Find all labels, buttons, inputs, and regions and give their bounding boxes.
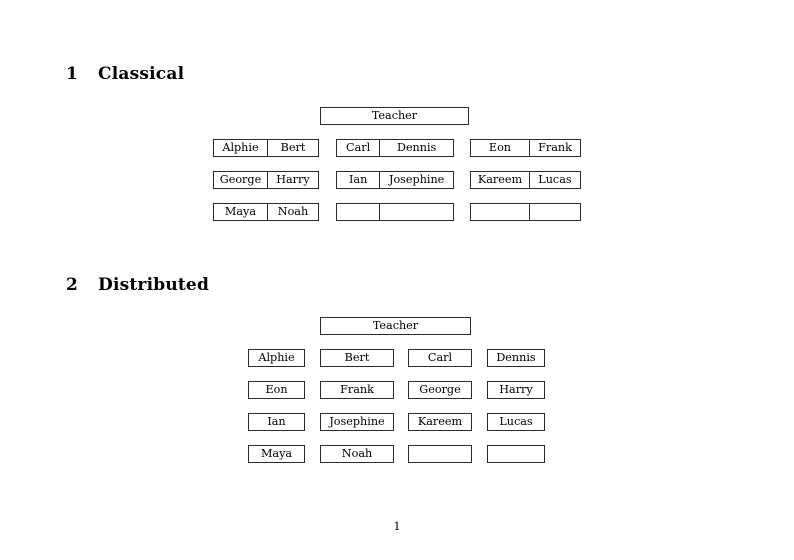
distributed-box[interactable]: Carl: [408, 349, 472, 367]
section-heading-distributed: 2 Distributed: [66, 277, 209, 294]
table-cell[interactable]: [379, 204, 453, 220]
table-cell[interactable]: Frank: [528, 140, 580, 156]
table-cell[interactable]: Carl: [346, 141, 371, 155]
table-cell[interactable]: Ian: [348, 173, 368, 187]
table-cell[interactable]: Maya: [224, 205, 257, 219]
classical-group-right-row-1[interactable]: Eon Frank: [470, 139, 581, 157]
distributed-teacher-label: Teacher: [372, 319, 419, 333]
table-cell[interactable]: Kareem: [477, 173, 523, 187]
distributed-box[interactable]: [487, 445, 545, 463]
distributed-box[interactable]: George: [408, 381, 472, 399]
classical-group-right-row-2[interactable]: Kareem Lucas: [470, 171, 581, 189]
table-cell[interactable]: Alphie: [222, 141, 259, 155]
table-cell[interactable]: Dennis: [379, 140, 453, 156]
table-cell[interactable]: George: [219, 173, 262, 187]
classical-group-right-row-3[interactable]: [470, 203, 581, 221]
distributed-box[interactable]: Frank: [320, 381, 394, 399]
distributed-box[interactable]: Josephine: [320, 413, 394, 431]
classical-group-left-row-1[interactable]: Alphie Bert: [213, 139, 319, 157]
classical-group-left-row-3[interactable]: Maya Noah: [213, 203, 319, 221]
table-cell[interactable]: Noah: [266, 204, 318, 220]
distributed-box[interactable]: Harry: [487, 381, 545, 399]
table-cell[interactable]: Harry: [266, 172, 318, 188]
distributed-box[interactable]: Maya: [248, 445, 305, 463]
distributed-teacher-box[interactable]: Teacher: [320, 317, 471, 335]
distributed-box[interactable]: Dennis: [487, 349, 545, 367]
classical-group-middle-row-3[interactable]: [336, 203, 454, 221]
section-number: 2: [66, 275, 79, 295]
distributed-box[interactable]: Noah: [320, 445, 394, 463]
classical-group-middle-row-2[interactable]: Ian Josephine: [336, 171, 454, 189]
table-cell[interactable]: Eon: [488, 141, 512, 155]
distributed-box[interactable]: Eon: [248, 381, 305, 399]
distributed-box[interactable]: Bert: [320, 349, 394, 367]
distributed-box[interactable]: Kareem: [408, 413, 472, 431]
section-heading-classical: 1 Classical: [66, 66, 184, 83]
classical-teacher-label: Teacher: [371, 109, 418, 123]
distributed-box[interactable]: Alphie: [248, 349, 305, 367]
distributed-box[interactable]: [408, 445, 472, 463]
table-cell[interactable]: Bert: [266, 140, 318, 156]
classical-group-middle-row-1[interactable]: Carl Dennis: [336, 139, 454, 157]
classical-teacher-box[interactable]: Teacher: [320, 107, 469, 125]
section-number: 1: [66, 64, 79, 84]
classical-group-left-row-2[interactable]: George Harry: [213, 171, 319, 189]
table-cell[interactable]: Lucas: [528, 172, 580, 188]
page-number: 1: [393, 520, 401, 533]
section-title: Distributed: [98, 275, 210, 295]
section-title: Classical: [98, 64, 185, 84]
distributed-box[interactable]: Ian: [248, 413, 305, 431]
table-cell[interactable]: [528, 204, 580, 220]
distributed-box[interactable]: Lucas: [487, 413, 545, 431]
table-cell[interactable]: [337, 204, 379, 220]
table-cell[interactable]: [471, 204, 529, 220]
table-cell[interactable]: Josephine: [379, 172, 453, 188]
